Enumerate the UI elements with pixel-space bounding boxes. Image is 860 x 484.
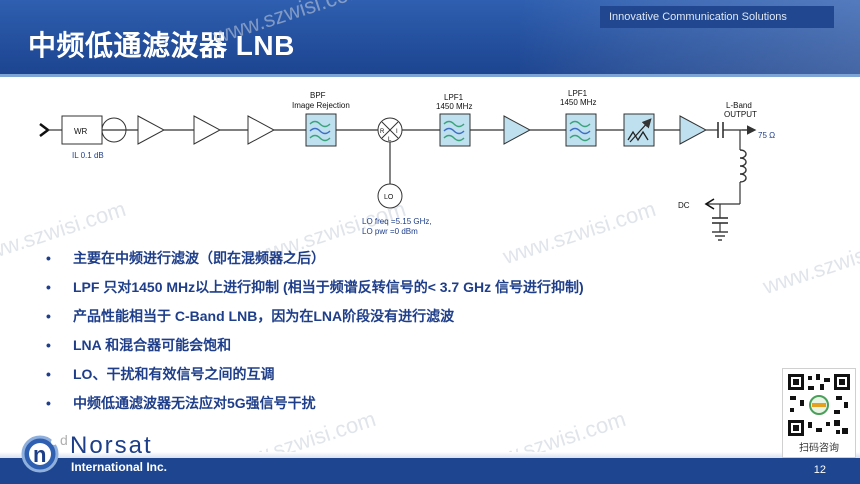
filter-wave-icon [309,120,331,128]
filter-wave-icon [309,127,331,135]
lband-label: L-Band [726,101,752,110]
bullet-text: LPF 只对1450 MHz以上进行抑制 (相当于频谱反转信号的< 3.7 GH… [73,279,584,295]
attenuator-zigzag-icon [627,130,649,142]
bullet-symbol: • [46,308,51,324]
impedance-label: 75 Ω [758,131,775,140]
il-label: IL 0.1 dB [72,151,104,160]
dc-arrow-icon [704,198,715,210]
filter-wave-icon [443,127,465,135]
qr-code-panel[interactable]: 扫码咨询 [782,368,856,458]
lo-pwr-label: LO pwr =0 dBm [362,227,418,236]
mixer-i-port: I [396,129,398,135]
list-item: • LO、干扰和有效信号之间的互调 [46,364,786,393]
waveguide-block [61,115,103,145]
filter-wave-icon [569,127,591,135]
list-item: • LNA 和混合器可能会饱和 [46,335,786,364]
attenuator-arrow-icon [629,118,652,143]
bullet-symbol: • [46,250,51,266]
lpf1-label: LPF1 [444,93,464,102]
bullet-symbol: • [46,337,51,353]
lpf1-block [565,113,597,147]
dc-label: DC [678,201,690,210]
qr-label: 扫码咨询 [799,443,839,454]
lband-output-label: OUTPUT [724,110,757,119]
bullet-list: • 主要在中频进行滤波（即在混频器之后） • LPF 只对1450 MHz以上进行抑… [46,248,786,422]
tagline-bar [600,6,834,28]
filter-wave-icon [443,134,465,142]
filter-wave-icon [309,134,331,142]
wr-label: WR [74,127,88,136]
norsat-logo-icon: n [21,435,59,473]
logo-letter: n [33,442,46,467]
corner-mark: d [60,432,68,448]
output-amplifier-icon [679,115,708,145]
amplifier-icon [247,115,276,145]
filter-wave-icon [569,120,591,128]
bullet-symbol: • [46,395,51,411]
inductor-icon [739,149,747,183]
slide-footer [0,458,860,484]
bullet-text: LO、干扰和有效信号之间的互调 [73,366,275,382]
lpf1-label: LPF1 [568,89,588,98]
list-item: • LPF 只对1450 MHz以上进行抑制 (相当于频谱反转信号的< 3.7 G… [46,277,786,306]
mixer-r-port: R [380,129,385,135]
filter-wave-icon [443,120,465,128]
lpf1-sublabel: 1450 MHz [560,98,596,107]
mixer-cross [381,121,399,139]
brand-subtitle: International Inc. [71,460,168,474]
bullet-symbol: • [46,279,51,295]
list-item: • 中频低通滤波器无法应对5G强信号干扰 [46,393,786,422]
attenuator-block [623,113,655,147]
bpf-label: BPF [310,91,326,100]
lnb-block-diagram: WR IL 0.1 dB BPF Image Rejection R I L L… [39,89,775,241]
bullet-text: 产品性能相当于 C-Band LNB，因为在LNA阶段没有进行滤波 [73,308,455,324]
bullet-text: 主要在中频进行滤波（即在混频器之后） [73,250,325,266]
lo-label: LO [384,194,394,201]
amplifier-icon [137,115,166,145]
list-item: • 主要在中频进行滤波（即在混频器之后） [46,248,786,277]
slide-title: 中频低通滤波器 LNB [28,30,295,61]
brand-name: Norsat [70,432,153,459]
page-number: 12 [813,464,826,476]
qr-code-icon [786,372,852,438]
mixer-l-port: L [388,137,392,143]
bullet-text: 中频低通滤波器无法应对5G强信号干扰 [73,395,316,411]
lo-oscillator-icon [377,183,403,209]
tagline: Innovative Communication Solutions [609,11,787,23]
footer-gradient [0,452,860,460]
bullet-text: LNA 和混合器可能会饱和 [73,337,232,353]
if-amplifier-icon [503,115,532,145]
filter-wave-icon [569,134,591,142]
amplifier-icon [193,115,222,145]
lpf1-sublabel: 1450 MHz [436,102,472,111]
bullet-symbol: • [46,366,51,382]
input-chevron-icon [39,123,51,137]
header-divider [0,74,860,77]
lo-freq-label: LO freq =5.15 GHz, [362,217,432,226]
list-item: • 产品性能相当于 C-Band LNB，因为在LNA阶段没有进行滤波 [46,306,786,335]
bpf-sublabel: Image Rejection [292,101,350,110]
